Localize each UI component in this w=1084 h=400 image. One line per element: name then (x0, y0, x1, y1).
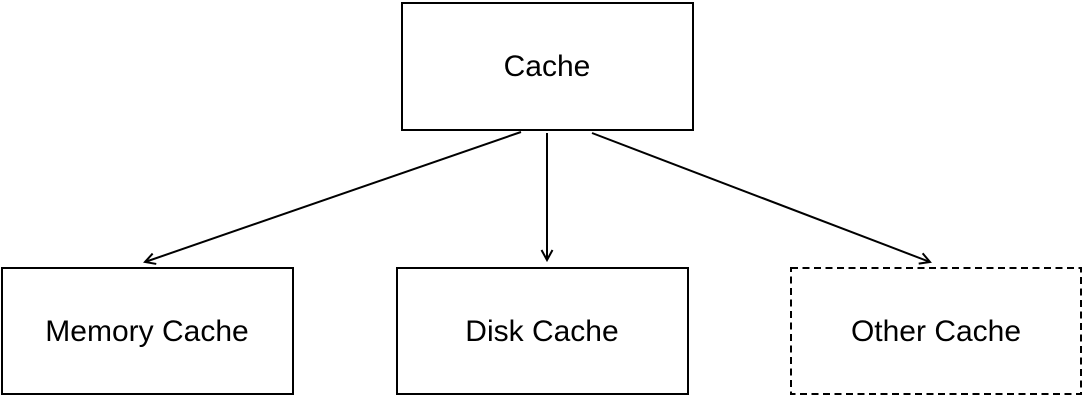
node-other-cache (790, 267, 1082, 395)
edge-cache-to-memory-cache (143, 131, 522, 265)
node-other-cache-label: Other Cache (851, 315, 1021, 348)
node-cache-label: Cache (504, 50, 591, 83)
node-memory-cache-label: Memory Cache (45, 315, 248, 348)
node-disk-cache-label: Disk Cache (465, 315, 618, 348)
node-memory-cache (1, 267, 294, 395)
node-cache (401, 2, 694, 131)
node-disk-cache (396, 267, 689, 395)
edge-cache-to-other-cache (591, 132, 932, 265)
